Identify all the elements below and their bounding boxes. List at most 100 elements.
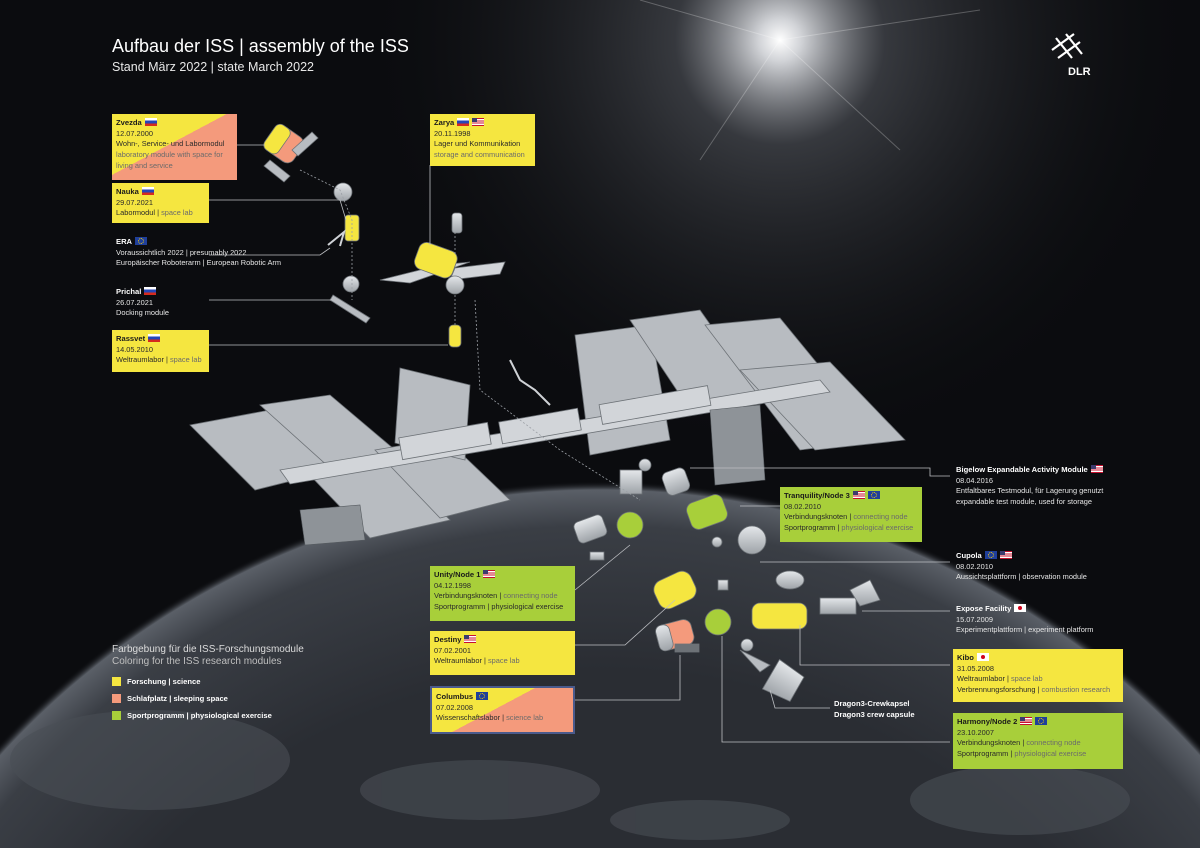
russia-flag-icon xyxy=(141,187,154,195)
module-desc-en: space lab xyxy=(487,656,520,666)
legend-label-en: sleeping space xyxy=(173,694,228,703)
usa-flag-icon xyxy=(1090,465,1103,473)
legend-swatch xyxy=(112,711,121,720)
module-desc-en: connecting node xyxy=(1026,738,1081,748)
russia-flag-icon xyxy=(148,334,161,342)
page-title: Aufbau der ISS | assembly of the ISS xyxy=(112,36,409,56)
russia-flag-icon xyxy=(144,287,157,295)
usa-flag-icon xyxy=(464,635,477,643)
module-desc: Aussichtsplattform | observation module xyxy=(956,572,1087,582)
japan-flag-icon xyxy=(976,653,989,661)
module-desc-de: Weltraumlabor xyxy=(434,656,482,666)
module-desc-1: Entfaltbares Testmodul, für Lagerung gen… xyxy=(956,486,1104,496)
legend-item-science: Forschung | science xyxy=(112,677,200,686)
module-label-era: ERA Voraussichtlich 2022 | presumably 20… xyxy=(116,236,316,269)
module-name: Bigelow Expandable Activity Module xyxy=(956,465,1088,474)
eu-flag-icon xyxy=(867,491,880,499)
module-card-destiny: Destiny 07.02.2001 Weltraumlabor | space… xyxy=(430,631,575,675)
legend-label-en: science xyxy=(172,677,201,686)
module-name: Prichal xyxy=(116,287,142,296)
japan-flag-icon xyxy=(1014,604,1027,612)
module-label-expose: Expose Facility 15.07.2009 Experimentpla… xyxy=(956,603,1136,636)
eu-flag-icon xyxy=(135,237,148,245)
usa-flag-icon xyxy=(472,118,485,126)
module-date: 07.02.2001 xyxy=(434,645,471,655)
module-card-unity: Unity/Node 1 04.12.1998 Verbindungsknote… xyxy=(430,566,575,621)
module-date: 23.10.2007 xyxy=(957,727,994,737)
module-label-dragon: Dragon3-Crewkapsel Dragon3 crew capsule xyxy=(834,698,944,720)
module-desc-de: Wohn-, Service- und Labormodul xyxy=(116,139,225,149)
module-name: Destiny xyxy=(434,635,462,644)
eu-flag-icon xyxy=(1035,717,1048,725)
module-name: ERA xyxy=(116,237,133,246)
module-date: 12.07.2000 xyxy=(116,128,153,138)
module-desc-de: Sportprogramm xyxy=(434,602,486,612)
module-date: 14.05.2010 xyxy=(116,344,153,354)
module-desc-2: Europäischer Roboterarm | European Robot… xyxy=(116,258,282,268)
eu-flag-icon xyxy=(984,551,997,559)
module-name: Tranquility/Node 3 xyxy=(784,491,850,500)
legend-swatch xyxy=(112,694,121,703)
eu-flag-icon xyxy=(476,692,489,700)
module-date: 04.12.1998 xyxy=(434,580,471,590)
module-desc-de: Wissenschaftslabor xyxy=(436,713,501,723)
module-card-zarya: Zarya 20.11.1998 Lager und Kommunikation… xyxy=(430,114,535,166)
module-desc-de: Verbindungsknoten xyxy=(434,591,498,601)
module-name: Cupola xyxy=(956,551,982,560)
module-desc-en: science lab xyxy=(506,713,544,723)
legend-label-de: Forschung xyxy=(127,677,167,686)
module-desc-en: laboratory module with space for living … xyxy=(116,150,223,170)
legend-label-en: physiological exercise xyxy=(190,711,272,720)
module-date: 26.07.2021 xyxy=(116,297,153,307)
module-desc-en: connecting node xyxy=(503,591,558,601)
module-desc-en: space lab xyxy=(161,208,193,218)
module-desc-en: combustion research xyxy=(1041,685,1111,695)
module-desc-de: Weltraumlabor xyxy=(116,355,164,365)
module-name-de: Dragon3-Crewkapsel xyxy=(834,699,910,708)
module-name: Nauka xyxy=(116,187,139,196)
page-subtitle: Stand März 2022 | state March 2022 xyxy=(112,60,314,74)
module-date: 08.04.2016 xyxy=(956,475,993,485)
module-desc-de: Lager und Kommunikation xyxy=(434,139,521,149)
module-label-cupola: Cupola 08.02.2010 Aussichtsplattform | o… xyxy=(956,550,1136,583)
usa-flag-icon xyxy=(483,570,496,578)
usa-flag-icon xyxy=(852,491,865,499)
usa-flag-icon xyxy=(1020,717,1033,725)
module-desc-de: Verbrennungsforschung xyxy=(957,685,1036,695)
module-card-zvezda: Zvezda 12.07.2000 Wohn-, Service- und La… xyxy=(112,114,237,180)
module-name-en: Dragon3 crew capsule xyxy=(834,710,915,719)
module-desc-de: Verbindungsknoten xyxy=(957,738,1021,748)
module-desc-de: Sportprogramm xyxy=(957,749,1009,759)
module-desc-de: Labormodul xyxy=(116,208,156,218)
module-desc-en: physiological exercise xyxy=(491,602,564,612)
usa-flag-icon xyxy=(999,551,1012,559)
module-date: 15.07.2009 xyxy=(956,614,993,624)
module-card-tranquility: Tranquility/Node 3 08.02.2010 Verbindung… xyxy=(780,487,922,542)
module-desc-en: connecting node xyxy=(853,512,908,522)
module-desc: Docking module xyxy=(116,308,169,318)
russia-flag-icon xyxy=(144,118,157,126)
module-label-prichal: Prichal 26.07.2021 Docking module xyxy=(116,286,216,319)
module-date: 20.11.1998 xyxy=(434,128,471,138)
module-desc: Experimentplattform | experiment platfor… xyxy=(956,625,1094,635)
module-label-bigelow: Bigelow Expandable Activity Module 08.04… xyxy=(956,464,1156,508)
dlr-logo-text: DLR xyxy=(1068,66,1091,78)
legend-label-de: Schlafplatz xyxy=(127,694,168,703)
module-desc-1: Voraussichtlich 2022 | presumably 2022 xyxy=(116,247,247,257)
module-name: Harmony/Node 2 xyxy=(957,717,1018,726)
module-date: 07.02.2008 xyxy=(436,702,473,712)
module-date: 31.05.2008 xyxy=(957,663,994,673)
module-name: Zvezda xyxy=(116,118,142,127)
module-card-kibo: Kibo 31.05.2008 Weltraumlabor | space la… xyxy=(953,649,1123,702)
legend-swatch xyxy=(112,677,121,686)
module-desc-en: physiological exercise xyxy=(1014,749,1087,759)
legend-label-de: Sportprogramm xyxy=(127,711,185,720)
module-card-rassvet: Rassvet 14.05.2010 Weltraumlabor | space… xyxy=(112,330,209,372)
legend-item-sleeping: Schlafplatz | sleeping space xyxy=(112,694,228,703)
module-name: Rassvet xyxy=(116,334,146,343)
module-card-harmony: Harmony/Node 2 23.10.2007 Verbindungskno… xyxy=(953,713,1123,769)
module-name: Zarya xyxy=(434,118,455,127)
module-date: 29.07.2021 xyxy=(116,197,153,207)
legend-title: Farbgebung für die ISS-Forschungsmodule xyxy=(112,644,304,655)
module-desc-en: space lab xyxy=(1010,674,1043,684)
